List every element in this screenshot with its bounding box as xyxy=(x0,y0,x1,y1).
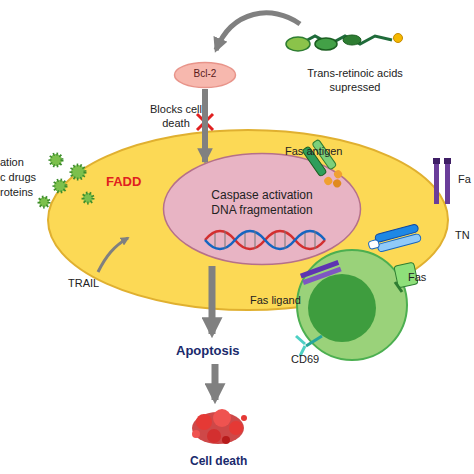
protein-ellipse: Bcl-2 xyxy=(173,61,237,89)
molecule-end xyxy=(394,34,403,43)
dna-rungs xyxy=(215,231,315,249)
ellipse-outline xyxy=(164,154,361,265)
part-label: ation xyxy=(0,155,24,169)
fas-receptor xyxy=(302,139,348,192)
dead-cell xyxy=(192,409,247,444)
flow-arrow xyxy=(212,364,219,400)
tnf-receptor xyxy=(367,224,422,255)
molecule-ring xyxy=(343,35,361,45)
node-label: Caspase activation DNA fragmentation xyxy=(197,188,327,218)
part-label: TN xyxy=(455,228,470,242)
molecule-chain xyxy=(300,36,392,44)
part-label: roteins xyxy=(0,185,33,199)
dna-strand xyxy=(205,231,325,249)
part-label: Trans-retinoic acids supressed xyxy=(296,66,414,95)
purple-receptor xyxy=(433,158,451,204)
block-mark xyxy=(197,114,213,130)
virus-particles xyxy=(39,154,93,207)
molecule-ring xyxy=(315,38,337,50)
molecule-ring xyxy=(286,37,310,51)
immune-cell xyxy=(297,250,407,360)
cell-ellipse: FADD Caspase activation DNA fragmentation xyxy=(46,128,450,312)
cell-nucleus xyxy=(308,274,376,342)
part-label: Fa xyxy=(458,172,471,186)
fas-receptor xyxy=(394,262,418,288)
inhibition-arrow xyxy=(202,89,208,162)
receptor-stalk xyxy=(395,282,402,292)
curved-arrow xyxy=(216,13,300,50)
part-label: c drugs xyxy=(0,170,36,184)
node-label: FADD xyxy=(106,174,156,190)
dna-strand xyxy=(205,231,325,249)
part-label: CD69 xyxy=(291,352,319,366)
stage-label: Cell death xyxy=(190,454,247,470)
cd69-marker xyxy=(296,336,322,356)
flow-arrow xyxy=(209,266,216,334)
node-label: Bcl-2 xyxy=(173,68,237,81)
edge-label: Blocks cell death xyxy=(146,102,206,131)
nucleus-ellipse: Caspase activation DNA fragmentation xyxy=(162,152,362,266)
ellipse-outline xyxy=(48,130,448,310)
block-mark xyxy=(197,114,213,130)
fas-ligand xyxy=(300,260,342,285)
trail-arrow xyxy=(98,238,128,272)
stage-label: Apoptosis xyxy=(176,343,240,360)
